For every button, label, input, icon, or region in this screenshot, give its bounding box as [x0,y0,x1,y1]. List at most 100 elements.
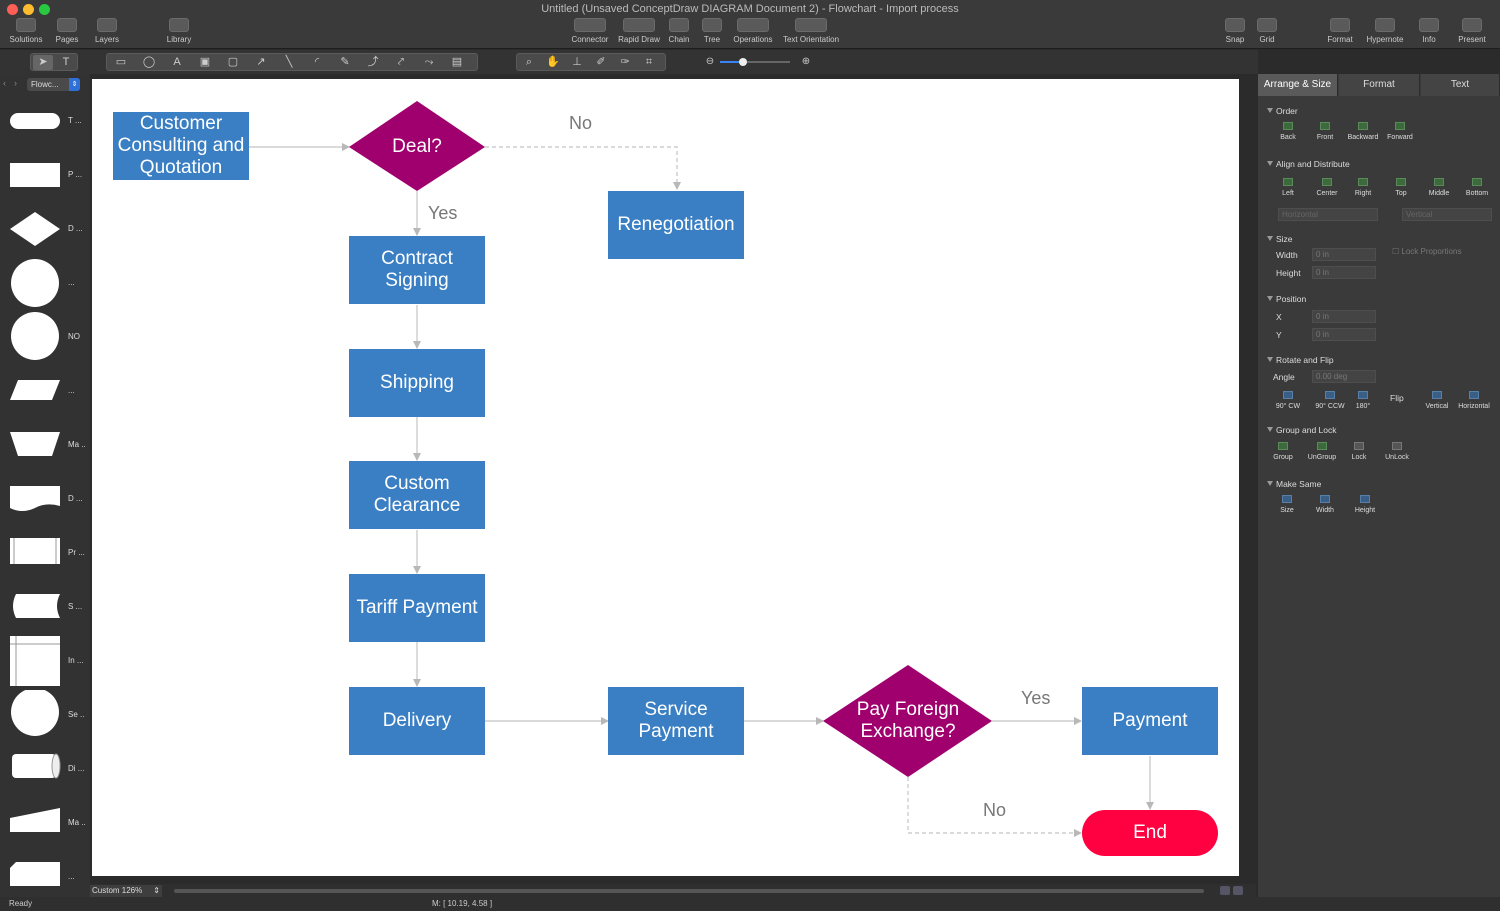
tab-format[interactable]: Format [1339,74,1420,96]
grid-button[interactable]: Grid [1253,18,1281,44]
align-left-button[interactable]: Left [1268,178,1308,197]
tab-text[interactable]: Text [1421,74,1500,96]
section-size[interactable]: Size [1267,234,1293,244]
decision-pay-fx-shape[interactable] [823,665,992,777]
stamp-tool-icon[interactable]: ⊥ [572,56,582,68]
align-top-button[interactable]: Top [1381,178,1421,197]
library-shape-manual-input[interactable]: Ma .. [0,798,90,852]
rotate-cw-button[interactable]: 90° CW [1268,391,1308,410]
text-orientation-button[interactable]: Text Orientation [780,18,842,44]
minimize-window-button[interactable] [23,4,34,15]
order-forward-button[interactable]: Forward [1380,122,1420,141]
bezier-tool-icon[interactable]: ⤴ [367,56,379,68]
library-shape-data[interactable]: ... [0,366,90,420]
callout-tool-icon[interactable]: ▢ [227,56,239,68]
flip-vertical-button[interactable]: Vertical [1417,391,1457,410]
horizontal-scrollbar[interactable]: Custom 126% ⇕ [90,884,1256,897]
layers-button[interactable]: Layers [88,18,126,44]
hand-tool-icon[interactable]: ✋ [546,56,560,68]
distribute-horizontal-select[interactable]: Horizontal [1278,208,1378,221]
arrow-tool-icon[interactable]: ↗ [256,56,266,68]
library-shape-manual-operation[interactable]: Ma .. [0,420,90,474]
process-contract-signing[interactable]: Contract Signing [349,236,485,304]
distribute-vertical-select[interactable]: Vertical [1402,208,1492,221]
make-same-height-button[interactable]: Height [1345,495,1385,514]
rectangle-tool-icon[interactable]: ▭ [115,56,127,68]
arc-tool-icon[interactable]: ◜ [314,56,320,68]
crop-tool-icon[interactable]: ⌗ [645,56,653,68]
process-customer-consulting[interactable]: Customer Consulting and Quotation [113,112,249,180]
edge-deal-renegotiation[interactable] [485,146,681,190]
section-rotate-flip[interactable]: Rotate and Flip [1267,355,1334,365]
format-button[interactable]: Format [1320,18,1360,44]
process-renegotiation[interactable]: Renegotiation [608,191,744,259]
page-next-icon[interactable] [1233,886,1243,895]
flip-horizontal-button[interactable]: Horizontal [1454,391,1494,410]
align-middle-button[interactable]: Middle [1419,178,1459,197]
section-align-distribute[interactable]: Align and Distribute [1267,159,1350,169]
zoom-in-icon[interactable]: ⊕ [801,56,811,67]
forward-icon[interactable]: › [14,78,17,88]
decision-deal-shape[interactable] [349,101,485,191]
library-selector[interactable]: Flowc...⇕ [27,78,80,91]
back-icon[interactable]: ‹ [3,78,6,88]
library-shape-terminator[interactable]: T ... [0,96,90,150]
order-front-button[interactable]: Front [1305,122,1345,141]
order-back-button[interactable]: Back [1268,122,1308,141]
zoom-level-select[interactable]: Custom 126% ⇕ [90,885,162,897]
library-shape-connector[interactable]: ... [0,258,90,312]
edge-payfx-end[interactable] [907,777,1082,837]
chain-button[interactable]: Chain [664,18,694,44]
library-shape-direct-data[interactable]: Di ... [0,744,90,798]
section-group-lock[interactable]: Group and Lock [1266,425,1337,435]
pointer-tool-icon[interactable]: ➤ [33,55,53,70]
page-prev-icon[interactable] [1220,886,1230,895]
library-shape-document[interactable]: D ... [0,474,90,528]
connector-button[interactable]: Connector [568,18,612,44]
library-shape-process[interactable]: P ... [0,150,90,204]
process-shipping[interactable]: Shipping [349,349,485,417]
library-shape-card[interactable]: ... [0,852,90,906]
height-field[interactable]: 0 in [1312,266,1376,279]
pages-button[interactable]: Pages [50,18,84,44]
tree-button[interactable]: Tree [698,18,726,44]
operations-button[interactable]: Operations [730,18,776,44]
format-painter-tool-icon[interactable]: ✑ [620,56,630,68]
diagram-canvas[interactable]: Customer Consulting and Quotation Deal? … [92,79,1239,876]
process-service-payment[interactable]: Service Payment [608,687,744,755]
library-shape-predefined-process[interactable]: Pr ... [0,528,90,582]
align-center-button[interactable]: Center [1307,178,1347,197]
snap-button[interactable]: Snap [1220,18,1250,44]
text-select-tool-icon[interactable]: T [62,56,70,68]
zoom-slider[interactable] [720,58,790,66]
zoom-slider-thumb[interactable] [739,58,747,66]
textbox-tool-icon[interactable]: ▣ [199,56,211,68]
group-button[interactable]: Group [1263,442,1303,461]
terminator-end[interactable]: End [1082,810,1218,856]
ellipse-tool-icon[interactable]: ◯ [142,56,156,68]
tab-arrange-size[interactable]: Arrange & Size [1258,74,1338,96]
eyedropper-tool-icon[interactable]: ✐ [596,56,606,68]
polyline-tool-icon[interactable]: ⤤ [397,56,405,68]
lock-button[interactable]: Lock [1339,442,1379,461]
rapid-draw-button[interactable]: Rapid Draw [616,18,662,44]
hypernote-button[interactable]: Hypernote [1362,18,1408,44]
y-field[interactable]: 0 in [1312,328,1376,341]
section-position[interactable]: Position [1266,294,1307,304]
align-bottom-button[interactable]: Bottom [1457,178,1497,197]
rotate-ccw-button[interactable]: 90° CCW [1310,391,1350,410]
library-shape-internal-storage[interactable]: In ... [0,636,90,690]
angle-field[interactable]: 0.00 deg [1312,370,1376,383]
x-field[interactable]: 0 in [1312,310,1376,323]
lock-proportions-checkbox[interactable]: ☐ Lock Proportions [1392,247,1462,256]
ungroup-button[interactable]: UnGroup [1302,442,1342,461]
text-tool-icon[interactable]: A [173,56,181,68]
library-shape-stored-data[interactable]: S ... [0,582,90,636]
zoom-out-icon[interactable]: ⊖ [705,56,715,67]
line-tool-icon[interactable]: ╲ [285,56,293,68]
make-same-width-button[interactable]: Width [1305,495,1345,514]
library-shape-decision[interactable]: D ... [0,204,90,258]
library-button[interactable]: Library [160,18,198,44]
order-backward-button[interactable]: Backward [1343,122,1383,141]
scrollbar-thumb[interactable] [174,889,1204,893]
